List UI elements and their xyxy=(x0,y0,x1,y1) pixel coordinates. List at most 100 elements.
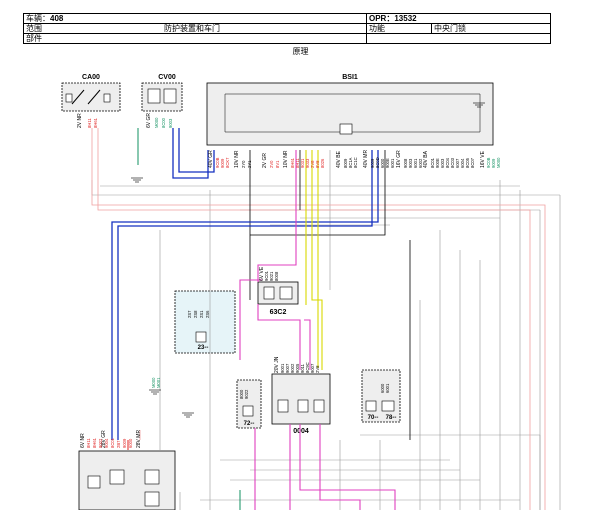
wire-code-label: 8V8 xyxy=(315,160,320,168)
wire-code-label: 8H61 xyxy=(93,117,98,128)
wire-code-label: 2S8 xyxy=(193,310,198,318)
72-label: 72-- xyxy=(244,421,255,427)
wire-code-label: 2V8 xyxy=(315,365,320,373)
wire-code-label: 2V0 xyxy=(269,160,274,168)
blue-wire xyxy=(178,128,215,173)
wire-code-label: 9011 xyxy=(300,363,305,373)
wire-code-label: 9007 xyxy=(285,363,290,373)
bsi-connector-9: 16V VE xyxy=(480,150,486,168)
bsi-connector-2: 10V NR xyxy=(234,150,240,168)
component-23: 23-- xyxy=(174,290,236,354)
wire-code-label: 8C04 xyxy=(445,157,450,168)
ca00-label: CA00 xyxy=(82,74,100,81)
wire-code-label: 8C0D xyxy=(375,157,380,168)
wire-code-label: 6004 xyxy=(460,158,465,168)
wire-code-label: 6001 xyxy=(390,158,395,168)
wire-code-label: 8H61 xyxy=(290,157,295,168)
wire-code-label: 8C1A xyxy=(348,157,353,168)
ground-symbols xyxy=(131,102,485,418)
bsi-connector-3: 2V GR xyxy=(262,153,268,168)
page-title: 原理 xyxy=(292,47,309,56)
wire-code-label: M000 xyxy=(496,157,501,168)
bsi-connector-6: 40V MR xyxy=(363,150,369,168)
wire-code-label: 2S7 xyxy=(187,310,192,318)
magenta-wire xyxy=(257,304,301,370)
wire-code-label: 2V8 xyxy=(310,160,315,168)
wire-code-label: 9001 xyxy=(280,363,285,373)
blue-wire xyxy=(111,150,379,440)
wire-code-label: 6000 xyxy=(380,158,385,168)
wire-code-label: 9C01 xyxy=(264,270,269,281)
bsi-connector-8: 40V BA xyxy=(423,150,429,168)
wire-code-label: 9008 xyxy=(403,158,408,168)
wire-code-label: 2S1 xyxy=(199,310,204,318)
wire-code-label: 9003 xyxy=(168,118,173,128)
bsi1-label: BSI1 xyxy=(342,74,358,81)
wire-code-label: 8000 xyxy=(239,389,244,399)
black-wire xyxy=(250,150,386,236)
wire-code-label: 9009 xyxy=(491,158,496,168)
component-cv00: CV00 xyxy=(141,74,183,112)
cv00-label: CV00 xyxy=(158,74,176,81)
wire-code-label: 6007 xyxy=(455,158,460,168)
magenta-wire xyxy=(304,319,311,370)
connector-labels: 2V NR 6V GR 40V GR 10V NR 2V GR 10V NR 4… xyxy=(77,113,486,448)
ca00-connector-label: 2V NR xyxy=(77,113,83,128)
wire-code-label: 8C9C xyxy=(305,362,310,373)
bsi-connector-4: 10V NR xyxy=(283,150,289,168)
wire-code-label: 9022 xyxy=(244,389,249,399)
wire-code-label: 8H61 xyxy=(92,437,97,448)
bsi-connector-7: 16V GR xyxy=(396,150,402,168)
part-empty-cell xyxy=(366,33,551,44)
wire-code-label: 9031 xyxy=(300,158,305,168)
0004-connector-label: 20V JN xyxy=(274,356,280,373)
wire-code-label: 8C05 xyxy=(465,157,470,168)
wire-code-label: 6002 xyxy=(418,158,423,168)
wire-code-label: 6000 xyxy=(128,438,133,448)
wire-code-label: 9009 xyxy=(122,438,127,448)
magenta-wire xyxy=(257,150,297,282)
blue-wire xyxy=(172,128,209,179)
component-left-bottom xyxy=(78,450,176,510)
78-label: 78-- xyxy=(386,415,397,421)
wire-code-label: 9005 xyxy=(295,363,300,373)
left-connector-2: 28V GR xyxy=(101,430,107,448)
component-70-78: 70-- 78-- xyxy=(361,369,401,423)
wire-code-label: M000 xyxy=(154,117,159,128)
wire-code-label: 8H11 xyxy=(295,158,300,168)
wire-code-label: 9002 xyxy=(98,438,103,448)
wire-code-label: 900E xyxy=(385,158,390,168)
wire-code-label: 2B7 xyxy=(116,440,121,448)
wire-code-label: 8C07 xyxy=(470,157,475,168)
component-bsi1: BSI1 xyxy=(206,74,494,146)
wire-code-label: 6001 xyxy=(413,158,418,168)
0004-label: 0004 xyxy=(293,428,309,435)
23-label: 23-- xyxy=(198,345,209,351)
magenta-wire xyxy=(319,424,361,510)
wire-code-label: 8C1C xyxy=(353,157,358,168)
magenta-wire xyxy=(299,424,396,510)
wires-layer xyxy=(91,128,561,510)
wire-code-label: 9C0B xyxy=(486,157,491,168)
wire-code-label: 8C00 xyxy=(161,117,166,128)
blue-wire xyxy=(117,150,373,440)
magenta-wire xyxy=(239,279,262,360)
wire-code-label: 9C0B xyxy=(215,157,220,168)
wire-code-label: 8009 xyxy=(343,158,348,168)
wire-code-label: 6000 xyxy=(380,383,385,393)
yellow-wire xyxy=(311,150,323,370)
70-label: 70-- xyxy=(368,415,379,421)
harness-wire xyxy=(360,434,541,510)
wire-code-label: 9007 xyxy=(310,363,315,373)
harness-wire xyxy=(91,180,560,196)
wire-code-label: 8C01 xyxy=(430,157,435,168)
component-72: 72-- xyxy=(236,379,262,429)
wire-code-label: M001 xyxy=(156,377,161,388)
63c2-connector-label: 6V VE xyxy=(259,266,265,281)
wire-code-label: 9009 xyxy=(220,158,225,168)
ground-icon xyxy=(131,177,143,183)
wire-code-label: 9003 xyxy=(408,158,413,168)
wire-code-label: 900E xyxy=(435,158,440,168)
wire-code-label: 8C03 xyxy=(450,157,455,168)
cv00-connector-label: 6V GR xyxy=(146,113,152,128)
